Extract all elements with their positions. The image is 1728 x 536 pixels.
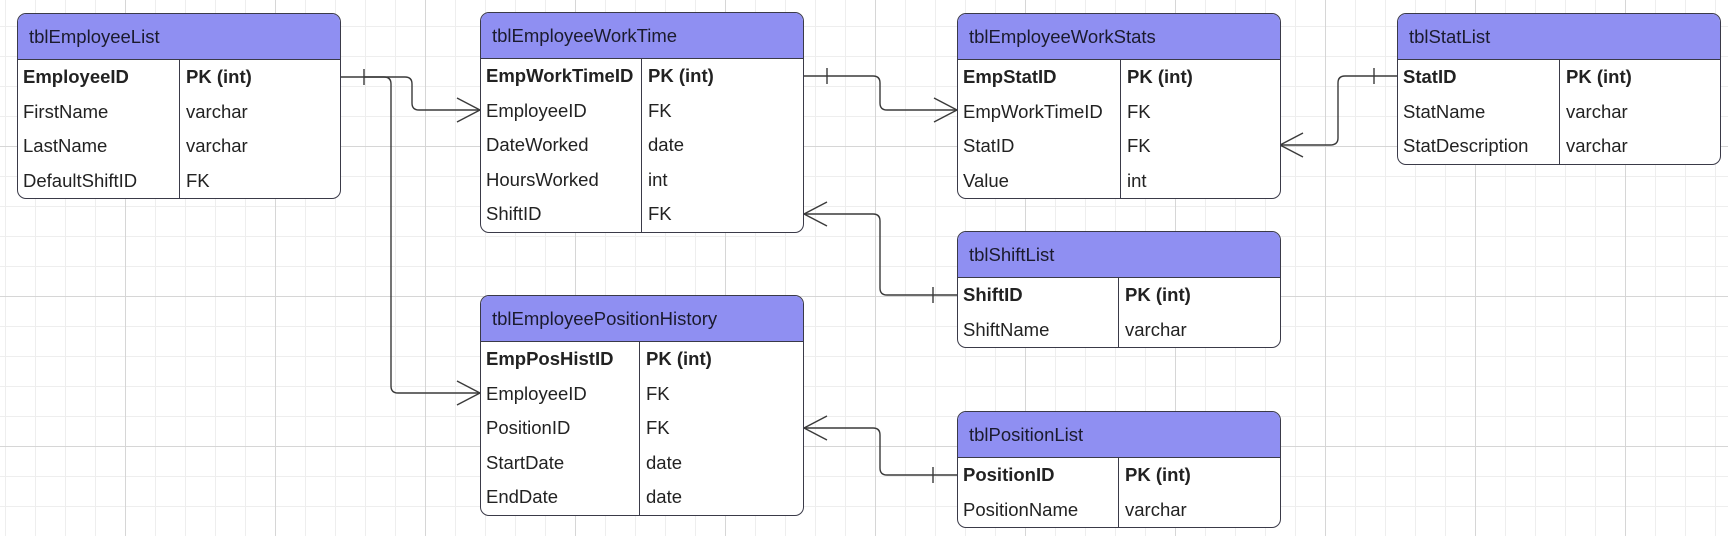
field-name: EmpPosHistID	[481, 342, 640, 377]
entity-stat-list[interactable]: tblStatList StatID PK (int) StatName varch…	[1397, 13, 1721, 165]
entity-row: EmployeeID FK	[481, 93, 803, 128]
field-type: FK	[646, 417, 670, 439]
field-name: ShiftName	[958, 312, 1119, 347]
entity-row: Value int	[958, 163, 1280, 198]
entity-row: PositionName varchar	[958, 492, 1280, 527]
field-type: varchar	[1125, 498, 1187, 520]
field-name: FirstName	[18, 94, 180, 129]
field-type: varchar	[1125, 318, 1187, 340]
entity-row: LastName varchar	[18, 129, 340, 164]
entity-row: EmployeeID FK	[481, 376, 803, 411]
field-name: EmployeeID	[18, 60, 180, 95]
field-name: EmpStatID	[958, 60, 1121, 95]
entity-row: PositionID FK	[481, 411, 803, 446]
field-name: PositionID	[481, 411, 640, 446]
field-name: DefaultShiftID	[18, 163, 180, 198]
field-name: PositionID	[958, 458, 1119, 493]
entity-row: PositionID PK (int)	[958, 458, 1280, 493]
field-name: StatID	[958, 129, 1121, 164]
entity-title: tblEmployeeList	[18, 14, 340, 60]
field-type: date	[646, 451, 683, 473]
field-name: EmpWorkTimeID	[958, 94, 1121, 129]
field-name: StartDate	[481, 445, 640, 480]
field-type: varchar	[186, 100, 248, 122]
entity-row: EmpStatID PK (int)	[958, 60, 1280, 95]
field-type: FK	[186, 169, 210, 191]
field-name: StatDescription	[1398, 129, 1560, 164]
entity-title: tblStatList	[1398, 14, 1720, 60]
field-name: EmployeeID	[481, 93, 642, 128]
field-name: EndDate	[481, 480, 640, 515]
field-name: PositionName	[958, 492, 1119, 527]
field-type: int	[1127, 169, 1147, 191]
field-type: date	[646, 486, 683, 508]
entity-row: DateWorked date	[481, 128, 803, 163]
entity-shift-list[interactable]: tblShiftList ShiftID PK (int) ShiftName va…	[957, 231, 1281, 348]
field-type: FK	[648, 99, 672, 121]
field-name: HoursWorked	[481, 162, 642, 197]
entity-title: tblEmployeeWorkStats	[958, 14, 1280, 60]
field-type: FK	[1127, 135, 1151, 157]
field-type: varchar	[1566, 100, 1628, 122]
relation-shiftlist-worktime[interactable]	[803, 201, 957, 303]
field-name: ShiftID	[958, 278, 1119, 313]
relation-statlist-workstats[interactable]	[1279, 68, 1398, 158]
field-type: PK (int)	[1566, 66, 1632, 88]
entity-row: ShiftID FK	[481, 197, 803, 232]
entity-title: tblEmployeeWorkTime	[481, 13, 803, 59]
entity-title: tblPositionList	[958, 412, 1280, 458]
entity-row: ShiftName varchar	[958, 312, 1280, 347]
field-type: PK (int)	[646, 348, 712, 370]
field-name: Value	[958, 163, 1121, 198]
field-type: PK (int)	[648, 65, 714, 87]
entity-row: HoursWorked int	[481, 162, 803, 197]
relation-employee-worktime[interactable]	[340, 69, 482, 123]
entity-row: EmployeeID PK (int)	[18, 60, 340, 95]
entity-row: DefaultShiftID FK	[18, 163, 340, 198]
field-type: FK	[648, 203, 672, 225]
entity-position-list[interactable]: tblPositionList PositionID PK (int) Posit…	[957, 411, 1281, 528]
entity-employee-work-time[interactable]: tblEmployeeWorkTime EmpWorkTimeID PK (int…	[480, 12, 804, 233]
relation-worktime-workstats[interactable]	[804, 68, 959, 123]
field-type: FK	[646, 382, 670, 404]
field-name: StatID	[1398, 60, 1560, 95]
field-name: ShiftID	[481, 197, 642, 232]
entity-employee-position-history[interactable]: tblEmployeePositionHistory EmpPosHistID P…	[480, 295, 804, 516]
field-name: StatName	[1398, 94, 1560, 129]
entity-row: ShiftID PK (int)	[958, 278, 1280, 313]
field-name: EmpWorkTimeID	[481, 59, 642, 94]
entity-row: StatID FK	[958, 129, 1280, 164]
field-type: varchar	[186, 135, 248, 157]
field-type: date	[648, 134, 685, 156]
relation-employee-positionhistory[interactable]	[364, 76, 482, 406]
field-type: int	[648, 168, 668, 190]
entity-row: EndDate date	[481, 480, 803, 515]
entity-row: StatName varchar	[1398, 94, 1720, 129]
field-type: PK (int)	[1125, 464, 1191, 486]
entity-row: EmpWorkTimeID FK	[958, 94, 1280, 129]
entity-row: FirstName varchar	[18, 94, 340, 129]
entity-row: EmpWorkTimeID PK (int)	[481, 59, 803, 94]
entity-employee-work-stats[interactable]: tblEmployeeWorkStats EmpStatID PK (int) E…	[957, 13, 1281, 199]
entity-employee-list[interactable]: tblEmployeeList EmployeeID PK (int) First…	[17, 13, 341, 199]
field-type: PK (int)	[186, 66, 252, 88]
entity-title: tblEmployeePositionHistory	[481, 296, 803, 342]
field-type: varchar	[1566, 135, 1628, 157]
field-type: FK	[1127, 100, 1151, 122]
entity-row: StatID PK (int)	[1398, 60, 1720, 95]
entity-row: EmpPosHistID PK (int)	[481, 342, 803, 377]
field-type: PK (int)	[1125, 284, 1191, 306]
relation-positionlist-positionhistory[interactable]	[803, 415, 957, 483]
field-type: PK (int)	[1127, 66, 1193, 88]
entity-row: StartDate date	[481, 445, 803, 480]
entity-row: StatDescription varchar	[1398, 129, 1720, 164]
field-name: LastName	[18, 129, 180, 164]
field-name: DateWorked	[481, 128, 642, 163]
field-name: EmployeeID	[481, 376, 640, 411]
entity-title: tblShiftList	[958, 232, 1280, 278]
